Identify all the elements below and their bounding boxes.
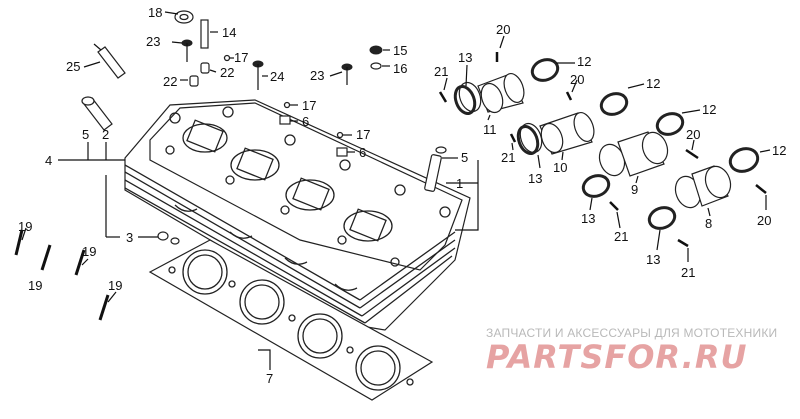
intake-insulator-part-9 (598, 131, 669, 177)
callout-1: 1 (456, 176, 463, 191)
clamp-part-13c (581, 174, 611, 198)
callout-22b: 22 (163, 74, 177, 89)
callout-21b: 21 (501, 150, 515, 165)
watermark-caption: ЗАПЧАСТИ И АКСЕССУАРЫ ДЛЯ МОТОТЕХНИКИ (486, 326, 778, 340)
callout-22a: 22 (220, 65, 234, 80)
bolt-part-24 (252, 60, 264, 90)
logo-text: PARTSFOR.RU (486, 338, 747, 376)
clamp-part-12d (728, 147, 760, 173)
clamp-part-13d (647, 206, 677, 230)
callout-20b: 20 (570, 72, 584, 87)
callout-4: 4 (45, 153, 52, 168)
callout-13c: 13 (581, 211, 595, 226)
callout-25: 25 (66, 59, 80, 74)
callout-16: 16 (393, 61, 407, 76)
callout-6b: 6 (359, 145, 366, 160)
intake-insulator-part-11 (458, 72, 525, 114)
studs-part-19 (14, 229, 110, 321)
callout-7: 7 (266, 371, 273, 386)
callout-21a: 21 (434, 64, 448, 79)
callout-20c: 20 (686, 127, 700, 142)
clamp-part-12c (655, 112, 685, 136)
callout-5b: 5 (461, 150, 468, 165)
washer-part-18 (174, 10, 194, 24)
callout-13b: 13 (528, 171, 542, 186)
intake-insulator-part-8 (674, 165, 732, 209)
callout-18: 18 (148, 5, 162, 20)
dowel-part-3 (157, 231, 169, 241)
callout-9: 9 (631, 182, 638, 197)
cylinder-head (124, 99, 471, 331)
callout-11: 11 (483, 122, 497, 137)
callout-19d: 19 (108, 278, 122, 293)
callout-14: 14 (222, 25, 236, 40)
callout-labels: 18 14 23 17 22 22 24 25 15 16 23 17 6 17… (18, 5, 786, 386)
callout-19c: 19 (82, 244, 96, 259)
head-gasket (148, 239, 434, 401)
nut-part-15 (369, 45, 383, 55)
callout-23b: 23 (310, 68, 324, 83)
washer-part-16 (370, 62, 382, 70)
callout-12d: 12 (772, 143, 786, 158)
bolt-part-23b (341, 63, 353, 85)
leader-lines (21, 11, 771, 370)
callout-23a: 23 (146, 34, 160, 49)
callout-6a: 6 (302, 114, 309, 129)
callout-12b: 12 (646, 76, 660, 91)
callout-17c: 17 (356, 127, 370, 142)
valve-guide-part-2 (81, 96, 113, 131)
callout-5a: 5 (82, 127, 89, 142)
valve-guide-part-1 (424, 146, 447, 192)
callout-24: 24 (270, 69, 284, 84)
spark-plug-part-25 (93, 43, 126, 79)
callout-12a: 12 (577, 54, 591, 69)
callout-3: 3 (126, 230, 133, 245)
callout-21d: 21 (681, 265, 695, 280)
clamp-part-12a (530, 58, 560, 82)
callout-19b: 19 (28, 278, 42, 293)
callout-20d: 20 (757, 213, 771, 228)
callout-13a: 13 (458, 50, 472, 65)
callout-17b: 17 (302, 98, 316, 113)
clamp-part-13a (453, 84, 477, 116)
callout-19a: 19 (18, 219, 32, 234)
partsfor-logo: PARTSFOR.RU (486, 338, 747, 376)
clamp-part-12b (599, 92, 629, 116)
callout-21c: 21 (614, 229, 628, 244)
callout-12c: 12 (702, 102, 716, 117)
collar-part-22b (189, 75, 199, 87)
callout-20a: 20 (496, 22, 510, 37)
collar-part-22a (200, 62, 210, 74)
stud-part-14 (200, 19, 209, 49)
bolt-part-23a (181, 39, 193, 62)
callout-17a: 17 (234, 50, 248, 65)
callout-15: 15 (393, 43, 407, 58)
clamp-part-13b (516, 124, 540, 156)
intake-insulator-part-10 (519, 111, 595, 155)
screws-part-20-21 (438, 52, 767, 248)
callout-8: 8 (705, 216, 712, 231)
callout-10: 10 (553, 160, 567, 175)
callout-2: 2 (102, 127, 109, 142)
callout-13d: 13 (646, 252, 660, 267)
